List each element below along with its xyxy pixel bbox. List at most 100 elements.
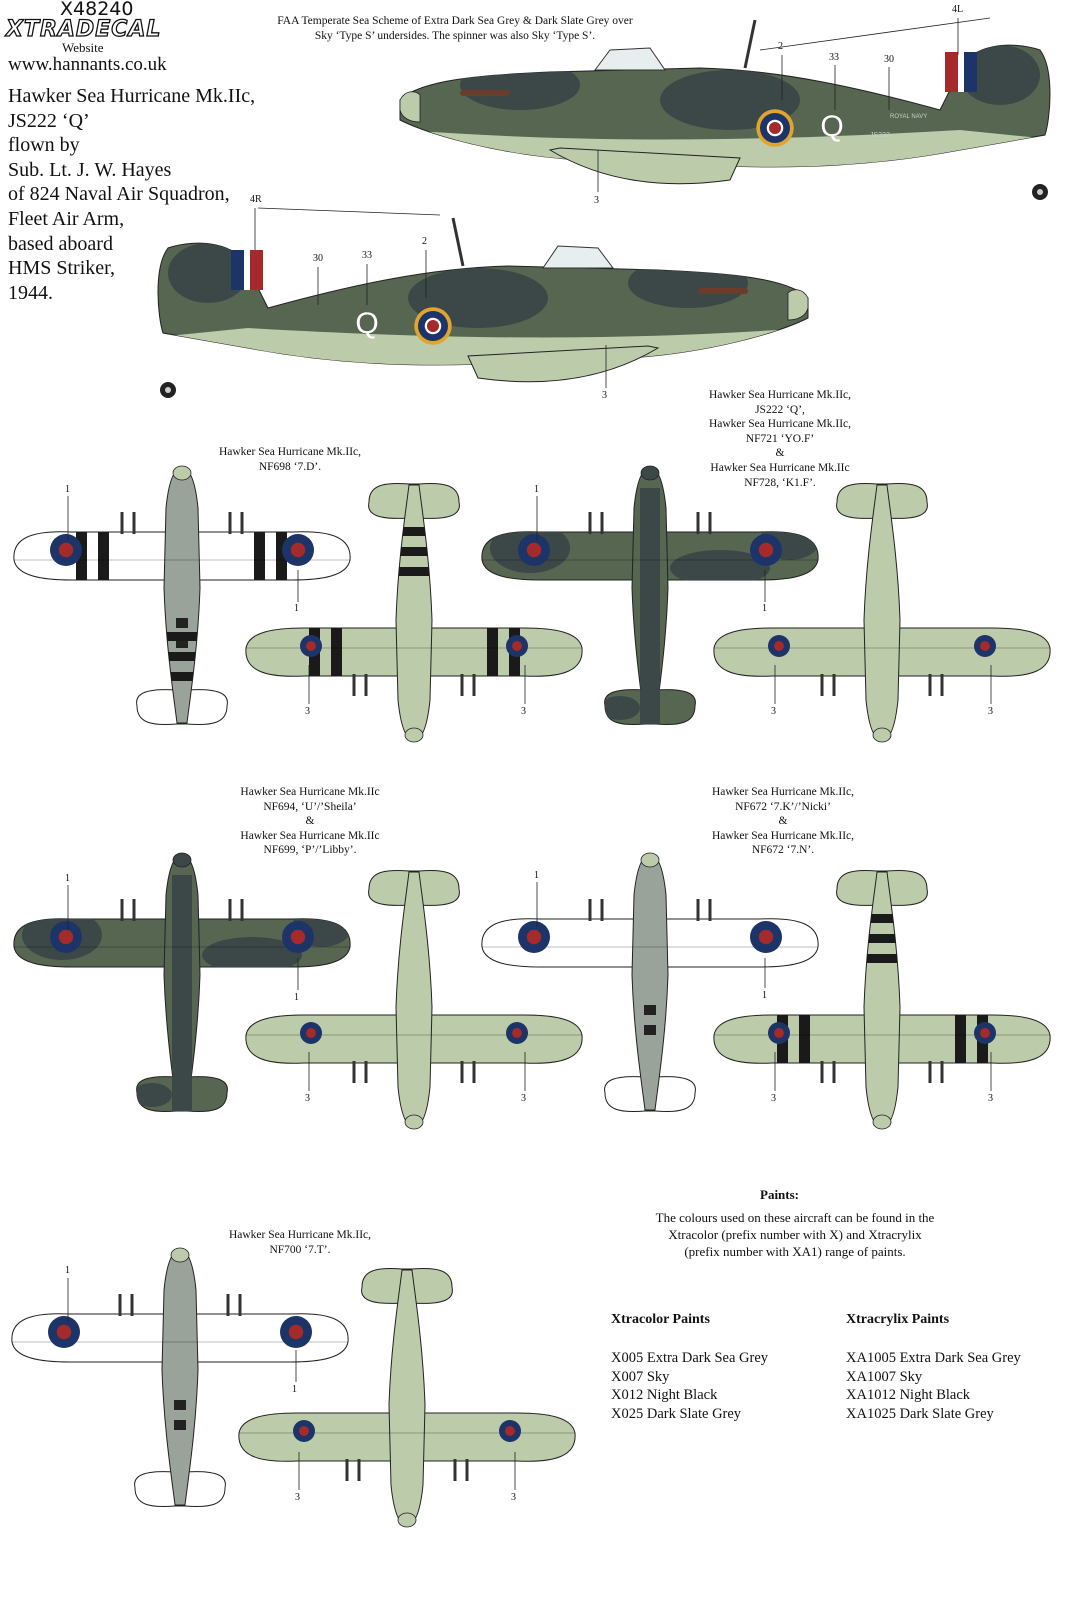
callout-3: 3	[771, 706, 776, 717]
upper-view	[481, 465, 819, 725]
callout-1: 1	[534, 870, 539, 881]
aerial-mast	[451, 217, 465, 267]
caption-group-3: Hawker Sea Hurricane Mk.IIc NF694, ‘U’/’…	[210, 785, 410, 858]
invasion-stripe	[98, 532, 109, 580]
caption-line: Hawker Sea Hurricane Mk.IIc	[240, 829, 380, 842]
exhaust	[698, 288, 748, 294]
caption-line: NF672 ‘7.N’.	[751, 844, 815, 857]
description-line: based aboard	[8, 232, 113, 255]
paint-item: X005 Extra Dark Sea Grey	[611, 1350, 769, 1366]
callout-3: 3	[988, 1093, 993, 1104]
description-line: flown by	[8, 134, 80, 157]
underside-view	[245, 483, 583, 743]
paint-item: XA1005 Extra Dark Sea Grey	[846, 1350, 1021, 1366]
spinner	[172, 852, 192, 868]
callout-3: 3	[594, 195, 599, 206]
note-line: FAA Temperate Sea Scheme of Extra Dark S…	[277, 15, 633, 27]
callout-1: 1	[294, 603, 299, 614]
spinner	[640, 465, 660, 481]
roundel	[518, 534, 550, 566]
callout-1: 1	[65, 873, 70, 884]
paints-heading: Paints:	[760, 1187, 799, 1202]
roundel	[506, 635, 528, 657]
caption-line: Hawker Sea Hurricane Mk.IIc,	[708, 389, 852, 401]
callout-3: 3	[305, 706, 310, 717]
xtracrylix-heading: Xtracrylix Paints	[846, 1312, 950, 1327]
code-letter: Q	[355, 307, 378, 340]
callout-3: 3	[521, 706, 526, 717]
roundel	[506, 1022, 528, 1044]
roundel	[300, 635, 322, 657]
callout-2: 2	[778, 41, 783, 52]
description-line: Fleet Air Arm,	[8, 207, 125, 230]
underside-view	[245, 870, 583, 1130]
spinner	[399, 91, 421, 123]
xtracrylix-list: XA1005 Extra Dark Sea Grey XA1007 Sky XA…	[846, 1349, 1021, 1423]
canopy	[542, 245, 614, 269]
callout-33: 33	[829, 52, 839, 63]
caption-line: Hawker Sea Hurricane Mk.IIc,	[228, 1229, 372, 1241]
exhaust	[460, 90, 510, 96]
website-link[interactable]: www.hannants.co.uk	[8, 54, 167, 75]
caption-group-1: Hawker Sea Hurricane Mk.IIc, NF698 ‘7.D’…	[190, 445, 390, 474]
aerial-mast	[743, 19, 757, 69]
callout-30: 30	[884, 54, 894, 65]
leader-lines	[254, 17, 991, 388]
spinner	[872, 1114, 892, 1130]
paint-item: XA1007 Sky	[846, 1368, 923, 1385]
callout-1: 1	[292, 1384, 297, 1395]
caption-group-2: Hawker Sea Hurricane Mk.IIc, JS222 ‘Q’, …	[680, 388, 880, 490]
paint-item: XA1025 Dark Slate Grey	[846, 1405, 994, 1422]
roundel	[518, 921, 550, 953]
invasion-stripe	[799, 1015, 810, 1063]
underside-view	[713, 870, 1051, 1130]
callout-4l: 4L	[952, 4, 964, 15]
side-view	[399, 19, 1051, 200]
xtracolor-heading: Xtracolor Paints	[611, 1312, 710, 1327]
description-line: Hawker Sea Hurricane Mk.IIc,	[8, 85, 256, 107]
roundel	[768, 635, 790, 657]
callout-1: 1	[294, 992, 299, 1003]
callout-30: 30	[313, 253, 323, 264]
caption-line: NF672 ‘7.K’/’Nicki’	[735, 800, 831, 813]
callout-lines	[67, 496, 992, 1490]
brand-logo: XTRADECAL	[5, 17, 162, 42]
xtracolor-list: X005 Extra Dark Sea Grey X007 Sky X012 N…	[611, 1349, 768, 1423]
roundel	[50, 534, 82, 566]
callout-3: 3	[521, 1093, 526, 1104]
aircraft-description: Hawker Sea Hurricane Mk.IIc, JS222 ‘Q’ f…	[8, 84, 255, 305]
caption-line: Hawker Sea Hurricane Mk.IIc	[710, 461, 850, 474]
paints-text-line: (prefix number with XA1) range of paints…	[684, 1244, 906, 1259]
upper-view	[13, 852, 351, 1112]
product-code: X48240	[60, 0, 134, 20]
callout-1: 1	[762, 990, 767, 1001]
roundel	[414, 307, 452, 345]
description-line: JS222 ‘Q’	[8, 109, 90, 132]
caption-line: Hawker Sea Hurricane Mk.IIc,	[708, 418, 852, 431]
side-view	[157, 217, 809, 398]
roundel	[293, 1420, 315, 1442]
invasion-stripe	[955, 1015, 966, 1063]
invasion-stripe	[276, 532, 287, 580]
caption-line: &	[775, 447, 785, 460]
callout-3: 3	[602, 390, 607, 401]
description-line: Sub. Lt. J. W. Hayes	[8, 158, 172, 181]
paints-text: The colours used on these aircraft can b…	[630, 1209, 960, 1260]
paints-text-line: Xtracolor (prefix number with X) and Xtr…	[668, 1227, 922, 1242]
invasion-stripe	[331, 628, 342, 676]
spinner	[404, 727, 424, 743]
roundel	[750, 534, 782, 566]
callout-2: 2	[422, 236, 427, 247]
roundel	[974, 635, 996, 657]
paint-item: X025 Dark Slate Grey	[611, 1405, 742, 1422]
caption-line: JS222 ‘Q’,	[755, 403, 805, 416]
spinner	[404, 1114, 424, 1130]
spinner	[640, 852, 660, 868]
upper-view	[13, 465, 351, 725]
caption-line: NF698 ‘7.D’.	[258, 460, 322, 473]
callout-4r: 4R	[250, 194, 262, 205]
caption-line: NF728, ‘K1.F’.	[744, 476, 816, 489]
caption-line: NF699, ‘P’/’Libby’.	[263, 844, 357, 857]
